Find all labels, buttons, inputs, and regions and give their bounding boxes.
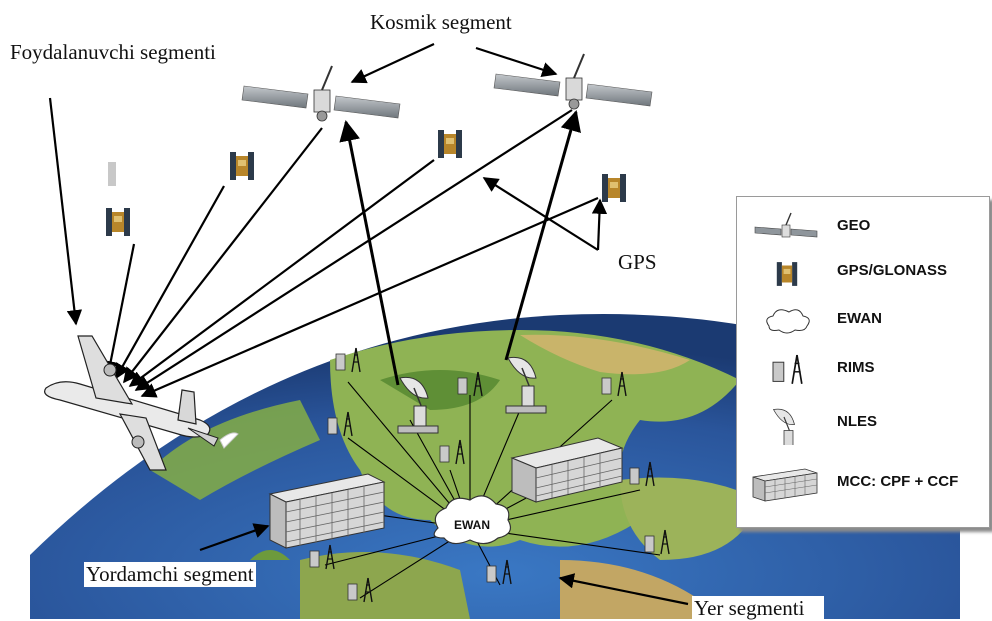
gps-satellite [106, 208, 130, 236]
legend-item-mcc: MCC: CPF + CCF [737, 463, 989, 503]
legend-label-nles: NLES [837, 413, 878, 430]
geo-satellite [241, 65, 401, 122]
legend-item-rims: RIMS [737, 349, 989, 389]
rims-tower-icon [772, 354, 803, 385]
gps-satellite [230, 152, 254, 180]
label-yer-segmenti: Yer segmenti [692, 596, 825, 621]
legend-label-mcc: MCC: CPF + CCF [837, 473, 959, 490]
geo-satellite-icon [754, 212, 818, 238]
building-icon [752, 468, 818, 502]
gps-satellite [602, 174, 626, 202]
ewan-cloud-label: EWAN [454, 518, 490, 532]
legend-item-gps-glonass: GPS/GLONASS [737, 252, 989, 292]
uplink-arrows [339, 109, 581, 386]
legend-label-rims: RIMS [837, 359, 875, 376]
legend: GEO GPS/GLONASS EWAN RIMS NLES [736, 196, 990, 528]
legend-item-ewan: EWAN [737, 300, 989, 340]
label-foydalanuvchi-segmenti: Foydalanuvchi segmenti [8, 40, 218, 65]
label-kosmik-segment: Kosmik segment [368, 10, 514, 35]
legend-label-gps-glonass: GPS/GLONASS [837, 262, 948, 279]
legend-label-ewan: EWAN [837, 310, 882, 327]
cloud-icon [766, 309, 810, 334]
earth [30, 314, 960, 619]
satellite-fragment [108, 162, 116, 186]
gps-satellite [438, 130, 462, 158]
legend-label-geo: GEO [837, 217, 871, 234]
dish-antenna-icon [771, 408, 803, 445]
ewan-cloud: EWAN [433, 495, 511, 545]
legend-item-geo: GEO [737, 207, 989, 247]
label-gps: GPS [618, 250, 657, 274]
aircraft [44, 335, 239, 471]
mcc-building [510, 437, 624, 503]
label-yordamchi-segment: Yordamchi segment [84, 562, 256, 587]
signal-arrows [103, 109, 599, 398]
label-arrows [48, 43, 689, 606]
legend-item-nles: NLES [737, 403, 989, 445]
mcc-building [268, 473, 386, 549]
gps-satellite-icon [776, 262, 798, 286]
